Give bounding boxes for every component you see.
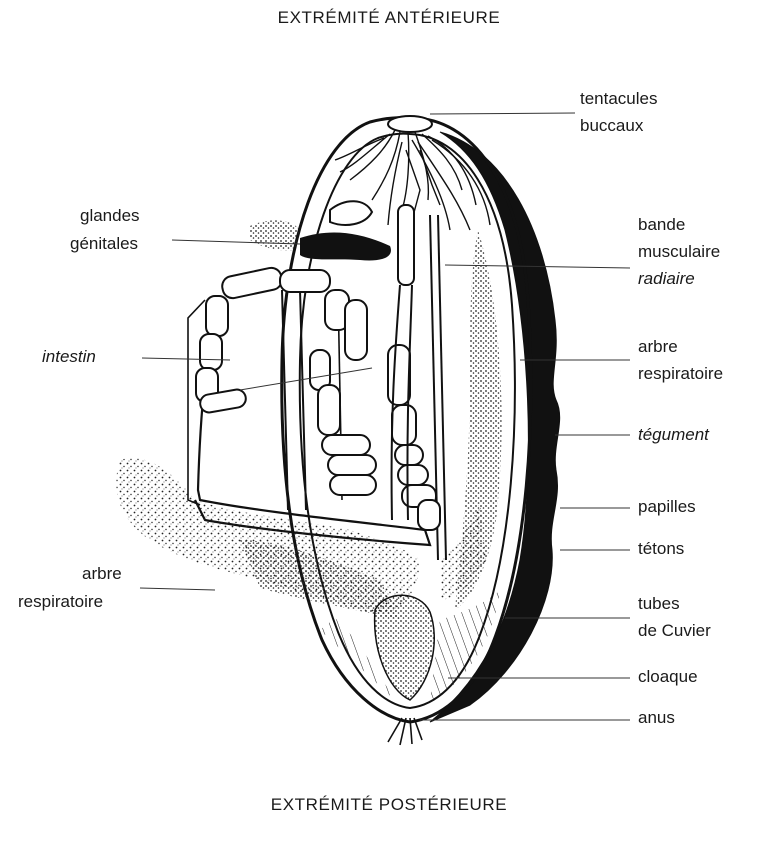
label-arbre-right-line1: arbre — [638, 336, 678, 358]
label-intestin: intestin — [42, 346, 96, 368]
label-arbre-left-line1: arbre — [82, 563, 122, 585]
label-papilles: papilles — [638, 496, 696, 518]
label-tubes-line1: tubes — [638, 593, 680, 615]
intestine — [196, 266, 440, 530]
label-cloaque: cloaque — [638, 666, 698, 688]
label-bande-line1: bande — [638, 214, 685, 236]
label-tentacules-line1: tentacules — [580, 88, 658, 110]
label-bande-line2: musculaire — [638, 241, 720, 263]
genital-glands — [250, 201, 391, 260]
leader-tentacules — [430, 113, 575, 114]
label-tubes-line2: de Cuvier — [638, 620, 711, 642]
label-arbre-left-line2: respiratoire — [18, 591, 103, 613]
label-glandes-line2: génitales — [70, 233, 138, 255]
leader-arbre-left — [140, 588, 215, 590]
label-tetons: tétons — [638, 538, 684, 560]
label-tentacules-line2: buccaux — [580, 115, 643, 137]
tentacle-ring — [388, 116, 432, 132]
respiratory-tree-right — [440, 230, 502, 610]
label-glandes-line1: glandes — [80, 205, 140, 227]
label-anus: anus — [638, 707, 675, 729]
label-tegument: tégument — [638, 424, 709, 446]
leader-intestin-2 — [240, 368, 372, 390]
label-bande-line3: radiaire — [638, 268, 695, 290]
label-arbre-right-line2: respiratoire — [638, 363, 723, 385]
